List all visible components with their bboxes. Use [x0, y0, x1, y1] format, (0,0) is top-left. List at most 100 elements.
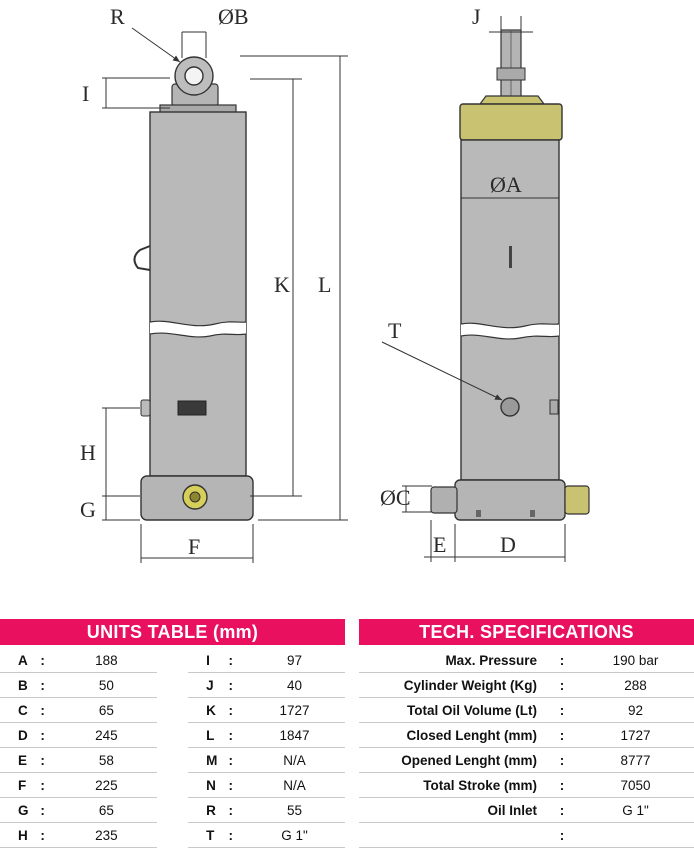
- unit-value: 225: [55, 772, 157, 798]
- cylinder-body-side: [133, 111, 247, 477]
- unit-value: 235: [55, 822, 157, 848]
- dim-label-R: R: [110, 4, 125, 29]
- spec-colon: :: [547, 672, 577, 698]
- unit-colon: :: [228, 722, 245, 748]
- cylinder-body-front: [460, 139, 560, 481]
- unit-value: G 1": [244, 822, 345, 848]
- spec-colon: :: [547, 697, 577, 723]
- tech-spec-row: Total Stroke (mm):7050: [359, 772, 694, 798]
- cylinder-technical-drawing: R ØB I K L H G F: [80, 4, 590, 563]
- spec-colon: :: [547, 797, 577, 823]
- tech-spec-row-empty: :: [359, 822, 694, 848]
- spec-label: Max. Pressure: [359, 648, 547, 673]
- spec-label: Cylinder Weight (Kg): [359, 672, 547, 698]
- eye-mount: [159, 56, 237, 114]
- spec-label: Oil Inlet: [359, 797, 547, 823]
- tech-spec-row: Max. Pressure:190 bar: [359, 648, 694, 673]
- dim-label-J: J: [472, 4, 481, 29]
- spec-value: 288: [577, 672, 694, 698]
- unit-colon: :: [40, 822, 56, 848]
- spec-label: Total Stroke (mm): [359, 772, 547, 798]
- tech-spec-row: Closed Lenght (mm):1727: [359, 722, 694, 748]
- unit-value: N/A: [244, 747, 345, 773]
- spec-colon: :: [547, 722, 577, 748]
- unit-key: H: [0, 822, 41, 848]
- spec-colon: :: [547, 772, 577, 798]
- spec-value: 92: [577, 697, 694, 723]
- unit-value: 1727: [244, 697, 345, 723]
- spec-value: 1727: [577, 722, 694, 748]
- left-view: R ØB I K L H G F: [80, 4, 348, 563]
- unit-colon: :: [228, 822, 245, 848]
- dim-label-A: ØA: [490, 172, 522, 197]
- right-view: J ØA T ØC E D: [380, 4, 590, 562]
- unit-key: E: [0, 747, 41, 773]
- unit-key: L: [188, 722, 229, 748]
- unit-key: R: [188, 797, 229, 823]
- unit-key: I: [188, 648, 229, 673]
- unit-value: 97: [244, 648, 345, 673]
- dim-label-D: D: [500, 532, 516, 557]
- spec-colon: :: [547, 747, 577, 773]
- spec-value: G 1": [577, 797, 694, 823]
- unit-key: M: [188, 747, 229, 773]
- dim-label-H: H: [80, 440, 96, 465]
- unit-colon: :: [228, 772, 245, 798]
- units-table-title: UNITS TABLE (mm): [0, 619, 345, 645]
- spec-label: Total Oil Volume (Lt): [359, 697, 547, 723]
- spec-value: 8777: [577, 747, 694, 773]
- unit-key: K: [188, 697, 229, 723]
- unit-colon: :: [228, 697, 245, 723]
- unit-key: F: [0, 772, 41, 798]
- unit-value: 65: [55, 697, 157, 723]
- unit-value: 55: [244, 797, 345, 823]
- dim-label-B: ØB: [218, 4, 249, 29]
- spec-label: Opened Lenght (mm): [359, 747, 547, 773]
- unit-colon: :: [40, 672, 56, 698]
- unit-key: B: [0, 672, 41, 698]
- unit-value: 40: [244, 672, 345, 698]
- unit-colon: :: [40, 697, 56, 723]
- dim-label-T: T: [388, 318, 402, 343]
- spec-label: Closed Lenght (mm): [359, 722, 547, 748]
- unit-colon: :: [228, 672, 245, 698]
- unit-colon: :: [40, 722, 56, 748]
- cylinder-base-side: [140, 475, 254, 521]
- dim-label-F: F: [188, 534, 200, 559]
- unit-value: 1847: [244, 722, 345, 748]
- tech-spec-row: Total Oil Volume (Lt):92: [359, 697, 694, 723]
- tech-spec-row: Opened Lenght (mm):8777: [359, 747, 694, 773]
- unit-value: 65: [55, 797, 157, 823]
- dim-label-K: K: [274, 272, 290, 297]
- spec-colon: :: [547, 648, 577, 673]
- dim-label-I: I: [82, 81, 89, 106]
- spec-value: 7050: [577, 772, 694, 798]
- unit-value: N/A: [244, 772, 345, 798]
- unit-colon: :: [228, 797, 245, 823]
- unit-colon: :: [40, 797, 56, 823]
- unit-key: G: [0, 797, 41, 823]
- unit-key: T: [188, 822, 229, 848]
- dim-label-G: G: [80, 497, 96, 522]
- yellow-top-cap: [459, 95, 563, 141]
- unit-value: 188: [55, 648, 157, 673]
- tech-spec-row: Oil Inlet:G 1": [359, 797, 694, 823]
- unit-colon: :: [40, 772, 56, 798]
- rod-top: [496, 29, 526, 99]
- unit-colon: :: [228, 747, 245, 773]
- cylinder-base-front: [430, 479, 590, 521]
- unit-key: D: [0, 722, 41, 748]
- unit-colon: :: [228, 648, 245, 673]
- unit-key: C: [0, 697, 41, 723]
- spec-value: 190 bar: [577, 648, 694, 673]
